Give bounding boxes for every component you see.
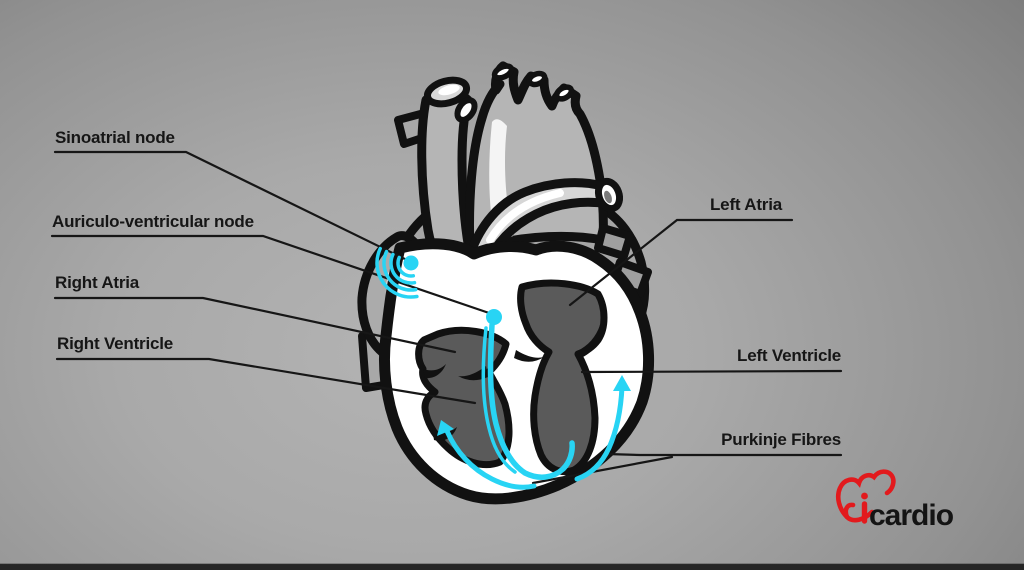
label-purkinje-fibres: Purkinje Fibres [721,430,841,449]
label-right-atria: Right Atria [55,273,140,292]
leader-left-ventricle [580,369,843,374]
leader-lines [50,150,843,485]
leader-right-atria [53,296,457,354]
label-sinoatrial-node: Sinoatrial node [55,128,175,147]
purkinje-fiber-left-ventricle [574,384,625,482]
vessel-stub-right-upper [594,224,634,260]
av-node-dot [486,309,502,325]
sa-node-impulse-arcs [375,246,419,299]
conduction-system [375,246,631,490]
label-left-atria: Left Atria [710,195,782,214]
logo-wordmark: cardio [869,499,954,532]
left-chambers [517,279,608,476]
leader-left-atria [568,218,794,307]
leader-sinoatrial-node [53,150,413,264]
arrowhead-left [437,420,454,436]
arrowhead-right [613,375,631,391]
leader-purkinje-a [605,452,843,457]
label-left-ventricle: Left Ventricle [737,346,841,365]
label-auriculo-ventricular-node: Auriculo-ventricular node [52,212,254,231]
icardio-logo: cardio [835,469,955,532]
bundle-branch-left [481,326,517,474]
label-right-ventricle: Right Ventricle [57,334,174,353]
logo-heart-icon [835,469,896,523]
leader-purkinje-b [531,455,674,485]
purkinje-fiber-right-ventricle [444,428,537,490]
bundle-of-his [487,322,575,480]
sa-node-dot [403,255,419,271]
leader-right-ventricle [55,357,477,405]
logo-letter-i-dot [861,492,868,500]
